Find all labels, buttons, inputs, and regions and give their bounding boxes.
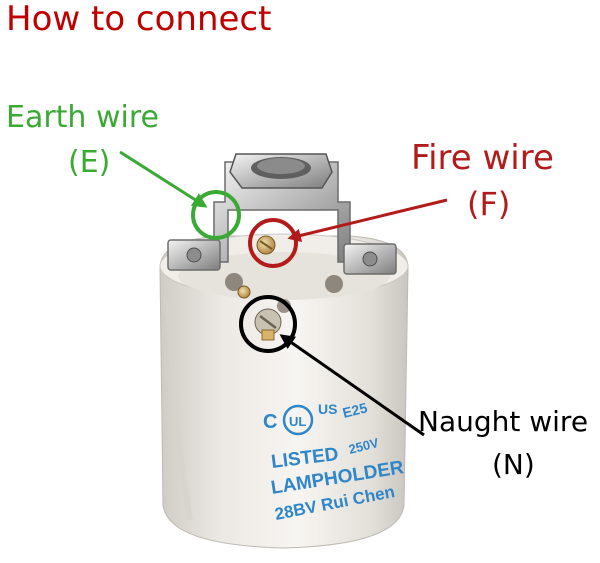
fire-wire-abbreviation: (F) bbox=[467, 185, 511, 223]
fire-wire-label: Fire wire bbox=[411, 138, 554, 178]
neutral-arrow bbox=[279, 334, 425, 437]
print-rating: 250V bbox=[347, 435, 380, 457]
earth-wire-label: Earth wire bbox=[6, 100, 159, 135]
neutral-wire-label: Naught wire bbox=[418, 405, 589, 438]
print-code: E25 bbox=[341, 399, 369, 421]
neutral-terminal-marker bbox=[239, 295, 297, 353]
brass-screws bbox=[237, 235, 282, 341]
earth-wire-abbreviation: (E) bbox=[68, 145, 111, 180]
fire-terminal-marker bbox=[248, 218, 298, 268]
page-title: How to connect bbox=[6, 0, 272, 39]
print-ul-mark: UL bbox=[289, 414, 306, 429]
ul-mark-ring bbox=[282, 404, 314, 436]
print-ul-left: C bbox=[263, 411, 277, 433]
neutral-wire-abbreviation: (N) bbox=[492, 448, 535, 481]
earth-terminal-marker bbox=[191, 190, 241, 240]
metal-bracket bbox=[167, 153, 397, 275]
earth-arrow bbox=[119, 150, 208, 208]
print-ul-right: US bbox=[318, 401, 337, 417]
fire-arrow bbox=[287, 198, 448, 243]
